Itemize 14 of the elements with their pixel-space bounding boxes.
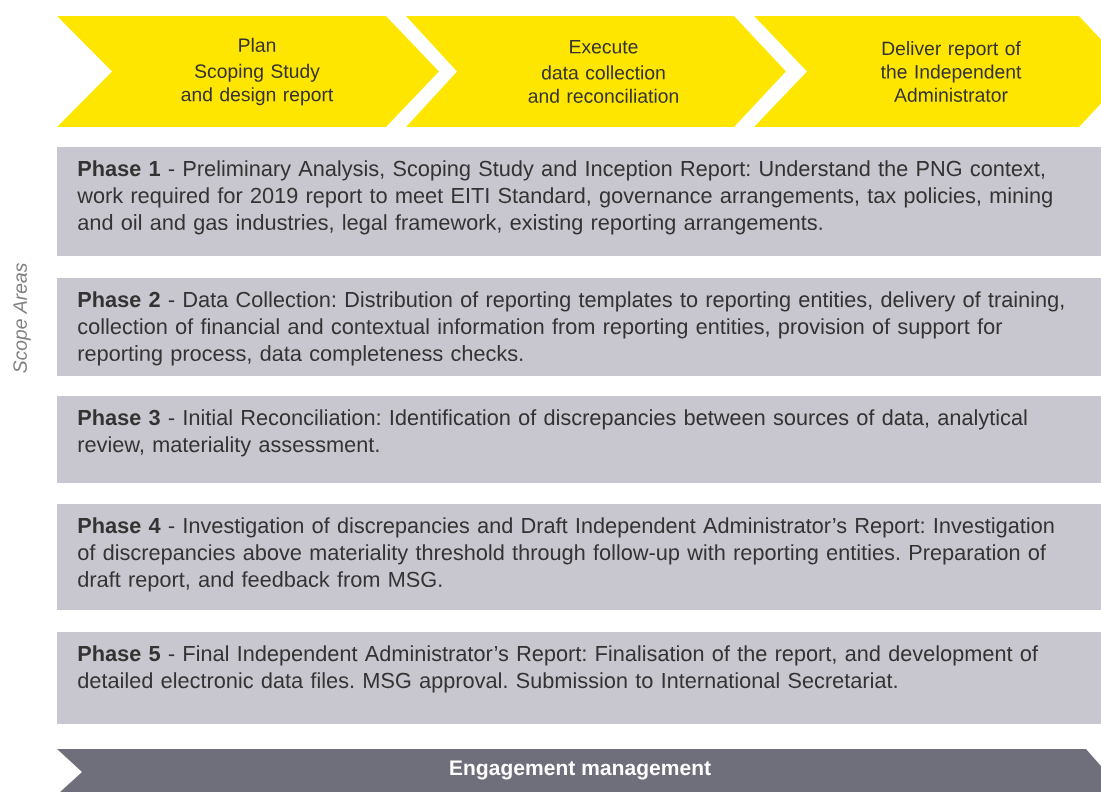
process-step: Plan Scoping Study and design report (57, 16, 439, 127)
phase-box: Phase 4 - Investigation of discrepancies and Draft Independent Administrator’s Report: Investigation of discrepancies above materiality threshold through follow-up with reporting entities. Preparation of draft report, and feedback from MSG. (57, 504, 1101, 610)
axis-label: Scope Areas (13, 263, 31, 373)
phase-box: Phase 3 - Initial Reconciliation: Identification of discrepancies between sources of data, analytical review, materiality assessment. (57, 396, 1101, 483)
phase-box: Phase 5 - Final Independent Administrator’s Report: Finalisation of the report, and development of detailed electronic data files. MSG approval. Submission to International Secretariat. (57, 632, 1101, 724)
phase-box: Phase 2 - Data Collection: Distribution of reporting templates to reporting entities, delivery of training, collection of financial and contextual information from reporting entities, provision of support for reporting process, data completeness checks. (57, 278, 1101, 376)
node-label: Execute (570, 40, 638, 54)
process-step: Execute data collection and reconciliation (406, 16, 786, 127)
node-label: data collection and reconciliation (528, 65, 678, 103)
process-step: Deliver report of the Independent Administrator (754, 16, 1101, 127)
node-label: Scoping Study and design report (181, 63, 334, 106)
node-label: Deliver report of the Independent Administrator (880, 41, 1022, 102)
phase-box: Phase 1 - Preliminary Analysis, Scoping Study and Inception Report: Understand the PNG context, work required for 2019 report to meet EITI Standard, governance arrangements, tax policies, mining and oil and gas industries, legal framework, existing reporting arrangements. (57, 147, 1101, 256)
node-label: Plan (239, 37, 276, 52)
